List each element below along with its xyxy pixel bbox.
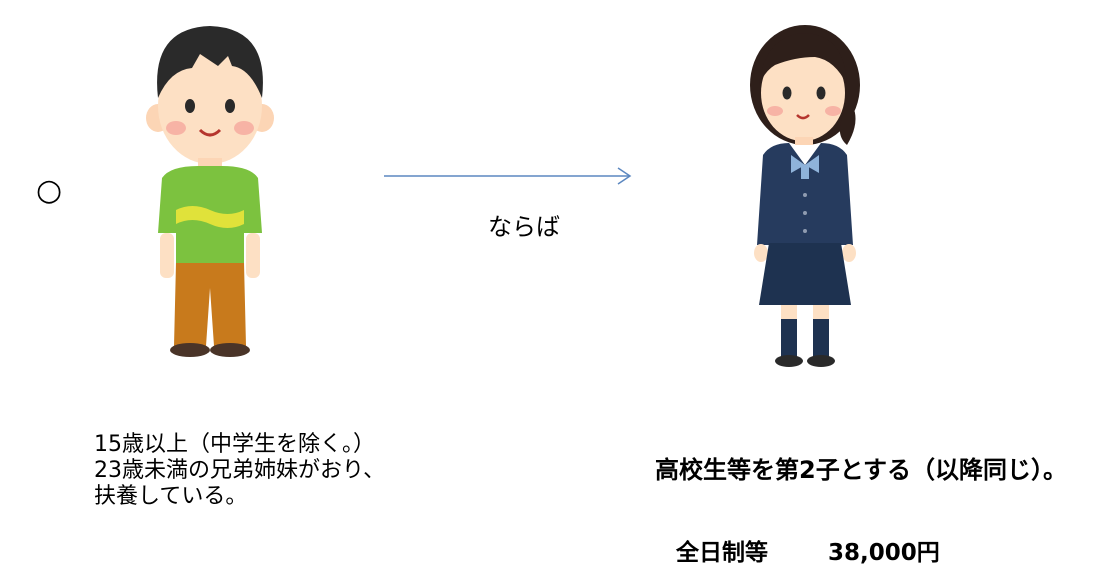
amount-value: 38,000円: [828, 540, 940, 566]
condition-line-1: 15歳以上（中学生を除く。）: [94, 432, 375, 457]
amount-row: 全日制等 38,000円: [676, 533, 940, 567]
sibling-condition-text: 15歳以上（中学生を除く。） 23歳未満の兄弟姉妹がおり、 扶養している。: [94, 432, 385, 510]
condition-line-3: 扶養している。: [94, 484, 248, 509]
circle-mark: ○: [36, 173, 63, 208]
girl-illustration: [750, 25, 860, 367]
arrow-label: ならば: [488, 213, 560, 241]
condition-line-2: 23歳未満の兄弟姉妹がおり、: [94, 458, 386, 483]
boy-illustration: [146, 26, 274, 357]
right-arrow: [384, 167, 632, 185]
result-title: 高校生等を第2子とする（以降同じ）。: [655, 456, 1067, 484]
amount-label: 全日制等: [676, 540, 768, 566]
